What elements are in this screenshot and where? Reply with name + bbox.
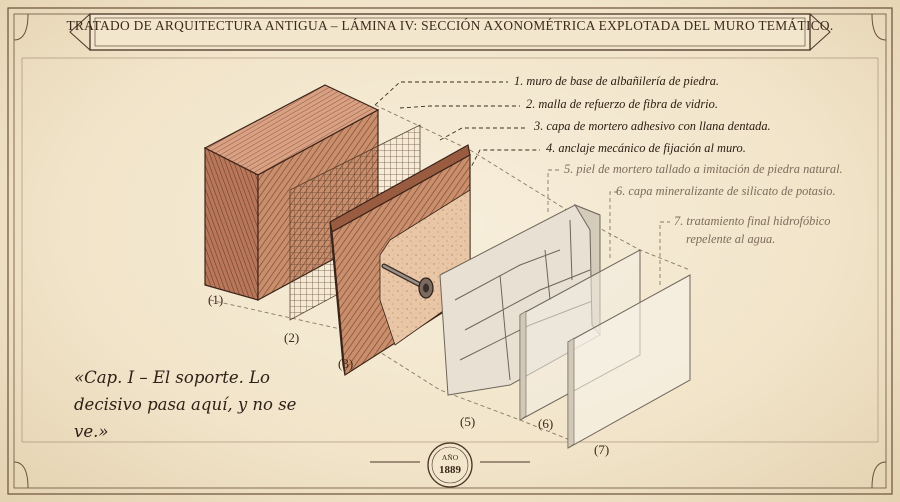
num-6: (6) bbox=[538, 416, 554, 431]
chapter-quote: «Cap. I – El soporte. Lo decisivo pasa a… bbox=[74, 368, 297, 441]
layer-4-anchor bbox=[381, 263, 434, 299]
num-5: (5) bbox=[460, 414, 476, 429]
num-3: (3) bbox=[338, 356, 354, 371]
label-2: 2. malla de refuerzo de fibra de vidrio. bbox=[526, 97, 718, 111]
label-1: 1. muro de base de albañilería de piedra… bbox=[514, 74, 719, 88]
seal-label: AÑO bbox=[441, 453, 459, 462]
num-1: (1) bbox=[208, 292, 224, 307]
title-banner bbox=[69, 13, 831, 51]
num-7: (7) bbox=[594, 442, 610, 457]
num-2: (2) bbox=[284, 330, 300, 345]
seal-year: 1889 bbox=[439, 464, 461, 476]
label-5: 5. piel de mortero tallado a imitación d… bbox=[564, 162, 843, 176]
layer-7-hydrophobic-finish bbox=[567, 274, 691, 449]
year-seal bbox=[370, 442, 530, 488]
label-6: 6. capa mineralizante de silicato de pot… bbox=[616, 184, 836, 198]
plate-title: TRATADO DE ARQUITECTURA ANTIGUA – LÁMINA… bbox=[66, 18, 834, 33]
label-7: 7. tratamiento final hidrofóbico bbox=[674, 214, 831, 228]
label-4: 4. anclaje mecánico de fijación al muro. bbox=[546, 141, 746, 155]
label-3: 3. capa de mortero adhesivo con llana de… bbox=[534, 119, 771, 133]
label-7-cont: repelente al agua. bbox=[686, 232, 776, 246]
